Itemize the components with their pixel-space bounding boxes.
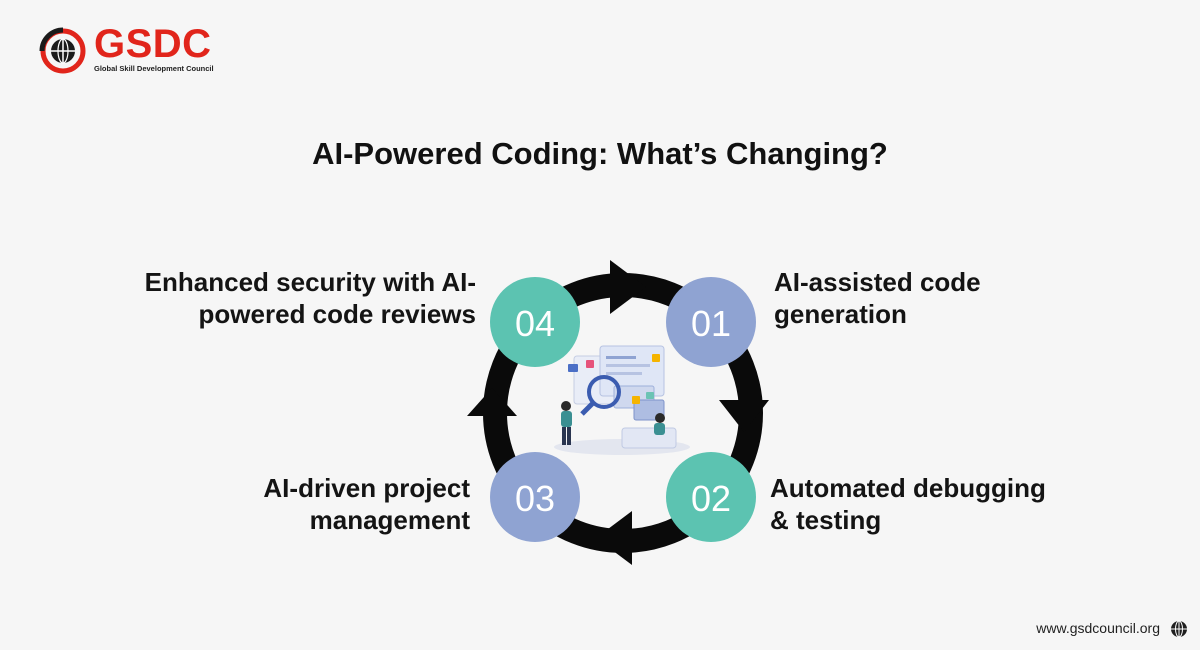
globe-logo-icon [39, 27, 86, 74]
step-01-number: 01 [691, 303, 731, 344]
step-03-label: AI-driven project management [140, 472, 470, 536]
step-04-circle [490, 277, 580, 367]
step-03-circle [490, 452, 580, 542]
step-01-line-1: AI-assisted code [774, 267, 981, 297]
step-02-number: 02 [691, 478, 731, 519]
step-03-number: 03 [515, 478, 555, 519]
cycle-diagram: 04 01 03 02 [467, 260, 769, 565]
arrow-right-icon [719, 400, 769, 432]
arrow-bottom-icon [596, 511, 632, 565]
logo-tagline: Global Skill Development Council [94, 64, 214, 73]
developer-illustration [554, 345, 690, 455]
step-01-label: AI-assisted code generation [774, 266, 1104, 330]
step-02-circle [666, 452, 756, 542]
footer-website: www.gsdcouncil.org [1036, 620, 1160, 636]
step-04-number: 04 [515, 303, 555, 344]
page-title: AI-Powered Coding: What’s Changing? [312, 136, 888, 171]
arrow-top-icon [610, 260, 646, 314]
step-01-circle [666, 277, 756, 367]
step-04-label: Enhanced security with AI- powered code … [40, 266, 476, 330]
gsdc-logo: GSDC Global Skill Development Council [36, 20, 236, 80]
logo-wordmark: GSDC [94, 22, 212, 66]
step-01-line-2: generation [774, 299, 907, 329]
step-04-line-2: powered code reviews [198, 299, 476, 329]
step-03-line-2: management [309, 505, 470, 535]
step-04-line-1: Enhanced security with AI- [144, 267, 476, 297]
arrow-left-icon [467, 388, 517, 416]
globe-icon [1171, 620, 1187, 638]
step-02-line-2: & testing [770, 505, 882, 535]
step-03-line-1: AI-driven project [263, 473, 470, 503]
step-02-line-1: Automated debugging [770, 473, 1046, 503]
step-02-label: Automated debugging & testing [770, 472, 1130, 536]
